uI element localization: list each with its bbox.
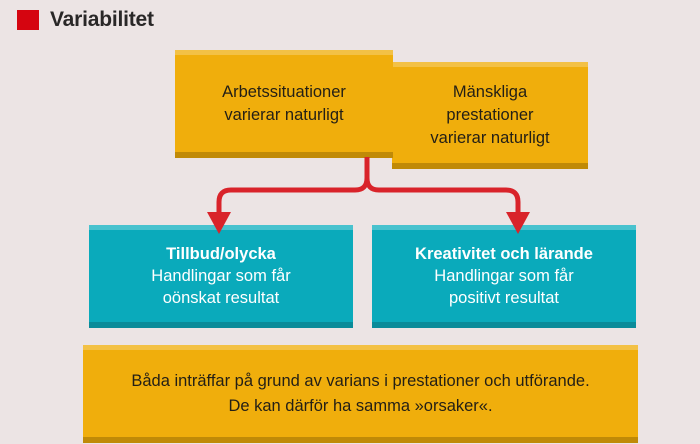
node-human-performance-line-2: prestationer — [446, 105, 534, 124]
node-creativity: Kreativitet och lärande Handlingar som f… — [372, 225, 636, 328]
node-work-situations-line-2: varierar naturligt — [224, 105, 344, 124]
node-creativity-line-1: Handlingar som får — [434, 267, 574, 285]
node-summary-line-1: Båda inträffar på grund av varians i pre… — [131, 371, 590, 390]
page-title-label: Variabilitet — [50, 8, 154, 31]
node-work-situations: Arbetssituationer varierar naturligt — [175, 50, 393, 158]
node-incident-line-2: oönskat resultat — [162, 289, 280, 307]
node-summary-line-2: De kan därför ha samma »orsaker«. — [228, 396, 493, 415]
node-human-performance-line-3: varierar naturligt — [430, 128, 550, 147]
node-work-situations-line-1: Arbetssituationer — [222, 82, 346, 101]
connector-path-left — [216, 157, 370, 213]
node-incident-line-1: Handlingar som får — [151, 267, 291, 285]
node-incident-title: Tillbud/olycka — [166, 245, 276, 263]
node-incident: Tillbud/olycka Handlingar som får oönska… — [89, 225, 353, 328]
node-human-performance-line-1: Mänskliga — [452, 82, 528, 101]
node-human-performance: Mänskliga prestationer varierar naturlig… — [392, 62, 588, 169]
node-creativity-title: Kreativitet och lärande — [415, 245, 593, 263]
node-summary: Båda inträffar på grund av varians i pre… — [83, 345, 638, 443]
page-title: Variabilitet — [17, 9, 154, 30]
node-creativity-line-2: positivt resultat — [448, 289, 560, 307]
title-marker-icon — [17, 9, 39, 30]
